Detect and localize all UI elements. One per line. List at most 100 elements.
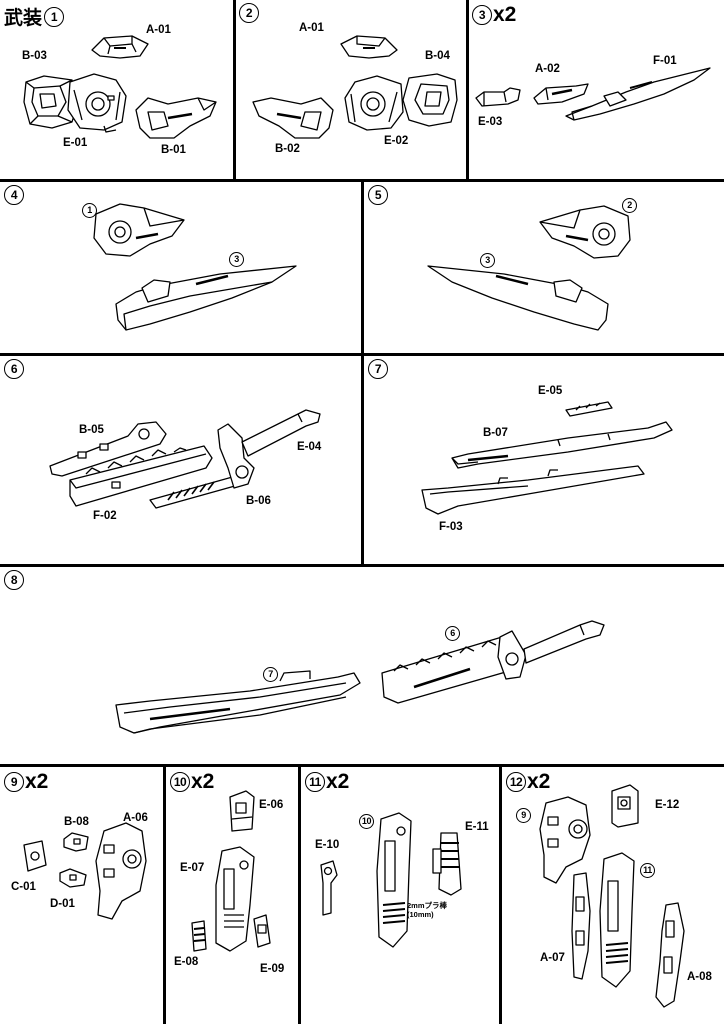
step-number: 3 [472, 5, 492, 25]
ref-assembly-9: 9 [516, 808, 531, 823]
label-e05: E-05 [538, 385, 563, 397]
ref-assembly-10: 10 [359, 814, 374, 829]
step-prefix: 武装 [4, 8, 43, 29]
part-assembly-9 [536, 795, 594, 887]
label-b07: B-07 [483, 427, 508, 439]
panel-step-8: 8 7 6 [0, 567, 724, 764]
label-b02: B-02 [275, 143, 300, 155]
ref-assembly-7: 7 [263, 667, 278, 682]
panel-step-6: 6 [0, 356, 361, 564]
label-d01: D-01 [50, 898, 75, 910]
step-header: 7 [368, 359, 388, 379]
part-e05 [564, 400, 614, 418]
part-f01 [564, 66, 714, 122]
step-header: 10 x2 [170, 770, 214, 794]
divider [298, 765, 301, 1024]
step-header: 4 [4, 185, 24, 205]
step-multiplier: x2 [527, 770, 551, 793]
label-e01: E-01 [63, 137, 88, 149]
label-e10: E-10 [315, 839, 340, 851]
step-number: 1 [44, 6, 65, 27]
step-number: 5 [368, 185, 388, 205]
part-assembly-2 [534, 200, 634, 260]
part-e08 [190, 919, 208, 953]
label-e03: E-03 [478, 116, 503, 128]
part-assembly-3 [426, 264, 612, 334]
step-number: 4 [4, 185, 24, 205]
part-assembly-11 [594, 851, 642, 991]
part-b07 [448, 418, 674, 470]
divider [0, 764, 724, 767]
label-b01: B-01 [161, 144, 186, 156]
part-assembly-6 [374, 613, 606, 709]
label-e02: E-02 [384, 135, 409, 147]
step-header: 5 [368, 185, 388, 205]
part-b02 [249, 92, 335, 142]
part-b05 [48, 420, 168, 478]
step-number: 9 [4, 772, 24, 792]
part-a06 [92, 821, 150, 923]
part-e12 [608, 783, 642, 829]
part-a01 [90, 34, 150, 60]
divider [361, 180, 364, 565]
label-b06: B-06 [246, 495, 271, 507]
divider [233, 0, 236, 180]
label-e07: E-07 [180, 862, 205, 874]
step-number: 11 [305, 772, 325, 792]
divider [0, 564, 724, 567]
label-e08: E-08 [174, 956, 199, 968]
note-rod: 2mmプラ棒 (10mm) [407, 901, 447, 919]
step-multiplier: x2 [326, 770, 350, 793]
part-e06 [226, 789, 256, 833]
ref-assembly-6: 6 [445, 626, 460, 641]
part-f02 [66, 444, 216, 510]
part-b04 [401, 70, 459, 130]
label-a01: A-01 [299, 22, 324, 34]
label-a01: A-01 [146, 24, 171, 36]
step-header: 武装 1 [4, 3, 65, 30]
part-e09 [252, 913, 272, 949]
label-f01: F-01 [653, 55, 677, 67]
ref-assembly-3: 3 [480, 253, 495, 268]
step-number: 10 [170, 772, 190, 792]
panel-step-10: 10 x2 [166, 767, 298, 1024]
ref-assembly-11: 11 [640, 863, 655, 878]
panel-step-9: 9 x2 [0, 767, 163, 1024]
note-rod-line2: (10mm) [407, 910, 434, 919]
label-e09: E-09 [260, 963, 285, 975]
part-a07 [568, 871, 594, 983]
label-b08: B-08 [64, 816, 89, 828]
ref-assembly-2: 2 [622, 198, 637, 213]
part-e03 [474, 86, 524, 108]
step-header: 9 x2 [4, 770, 48, 794]
panel-step-11: 11 x2 10 E-10 E-11 [301, 767, 499, 1024]
step-multiplier: x2 [493, 3, 517, 26]
label-b04: B-04 [425, 50, 450, 62]
step-header: 11 x2 [305, 770, 349, 794]
step-header: 2 [239, 3, 259, 23]
step-number: 2 [239, 3, 259, 23]
ref-assembly-3: 3 [229, 252, 244, 267]
ref-assembly-1: 1 [82, 203, 97, 218]
part-e02 [343, 72, 407, 134]
panel-step-1: 武装 1 [0, 0, 233, 179]
part-b03 [22, 72, 80, 130]
label-a06: A-06 [123, 812, 148, 824]
step-number: 12 [506, 772, 526, 792]
label-e06: E-06 [259, 799, 284, 811]
step-header: 3 x2 [472, 3, 516, 27]
label-c01: C-01 [11, 881, 36, 893]
label-a02: A-02 [535, 63, 560, 75]
label-e04: E-04 [297, 441, 322, 453]
part-a01 [339, 34, 399, 60]
step-header: 8 [4, 570, 24, 590]
label-a08: A-08 [687, 971, 712, 983]
part-a08 [650, 901, 690, 1011]
part-c01 [22, 839, 48, 873]
panel-step-5: 5 2 3 [364, 182, 724, 353]
panel-step-7: 7 E-05 B-07 F-03 [364, 356, 724, 564]
part-d01 [58, 867, 88, 889]
part-e11 [431, 829, 465, 899]
step-header: 6 [4, 359, 24, 379]
step-multiplier: x2 [191, 770, 215, 793]
